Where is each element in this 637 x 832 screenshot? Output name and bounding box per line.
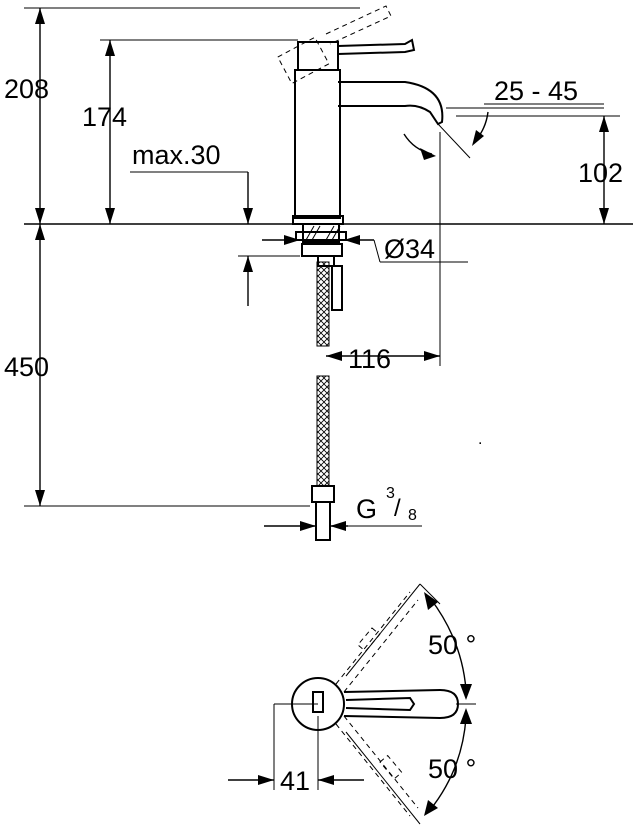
- dimension-diameter: Ø34: [262, 234, 468, 264]
- label-174: 174: [82, 102, 127, 132]
- side-view: 208 174 max.30 Ø34: [4, 5, 633, 541]
- dimension-max30: max.30: [130, 140, 300, 306]
- label-max30: max.30: [132, 140, 221, 170]
- label-208: 208: [4, 74, 49, 104]
- label-102: 102: [578, 158, 623, 188]
- dimension-spout-angle: 25 - 45: [403, 76, 604, 160]
- label-116: 116: [348, 344, 391, 374]
- thread-slash: /: [394, 495, 401, 522]
- label-thread-num: 3: [386, 485, 395, 502]
- dimension-450: 450: [4, 224, 310, 507]
- label-thread-den: 8: [408, 507, 417, 524]
- label-lever-angle-top: 50 °: [428, 630, 476, 660]
- dimension-208: 208: [4, 7, 360, 224]
- dimension-41: 41: [228, 703, 364, 796]
- stray-dot: .: [478, 431, 482, 448]
- label-thread-g: G: [356, 494, 377, 524]
- label-450: 450: [4, 352, 49, 382]
- dimension-thread: G 3 / 8: [264, 485, 422, 531]
- label-diameter: Ø34: [384, 234, 435, 264]
- mounting-assembly: [295, 223, 347, 311]
- label-spout-angle: 25 - 45: [494, 76, 578, 106]
- label-41: 41: [280, 766, 310, 796]
- dimension-102: 102: [456, 115, 623, 224]
- label-lever-angle-bottom: 50 °: [428, 754, 476, 784]
- dimension-116: 116: [326, 132, 441, 374]
- supply-hose: [311, 261, 335, 541]
- faucet-body: [277, 5, 444, 225]
- dimension-174: 174: [82, 39, 298, 224]
- top-view: 50 ° 50 ° 41: [228, 583, 476, 825]
